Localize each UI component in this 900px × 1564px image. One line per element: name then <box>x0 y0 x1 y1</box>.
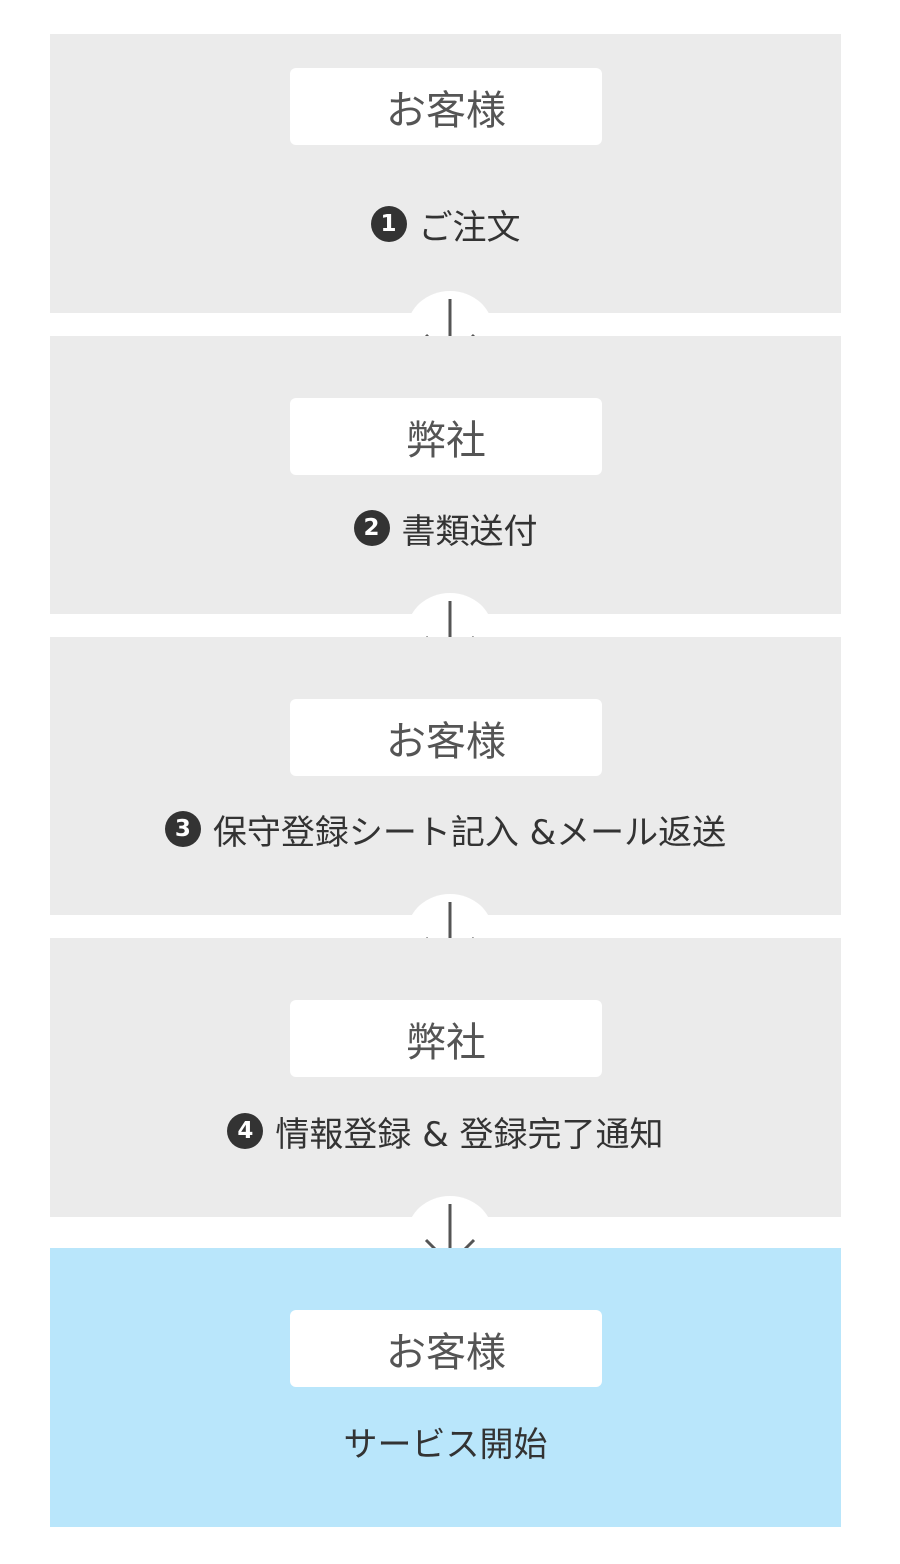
step-3-registration-sheet: お客様 3 保守登録シート記入 &メール返送 <box>50 637 841 915</box>
step-action: 3 保守登録シート記入 &メール返送 <box>50 805 841 853</box>
step-number-badge: 1 <box>370 206 407 242</box>
step-number-badge: 3 <box>164 811 201 847</box>
step-role-label: 弊社 <box>290 398 602 475</box>
step-action: サービス開始 <box>50 1417 841 1465</box>
step-action: 1 ご注文 <box>50 200 841 248</box>
step-action-label: ご注文 <box>418 207 521 248</box>
step-action-label: サービス開始 <box>343 1424 548 1465</box>
step-2-send-documents: 弊社 2 書類送付 <box>50 336 841 614</box>
step-4-registration-complete: 弊社 4 情報登録 & 登録完了通知 <box>50 938 841 1217</box>
step-action: 2 書類送付 <box>50 504 841 552</box>
step-role-label: お客様 <box>290 1310 602 1387</box>
step-action-label: 保守登録シート記入 &メール返送 <box>212 812 727 853</box>
step-role-label: 弊社 <box>290 1000 602 1077</box>
step-5-service-start: お客様 サービス開始 <box>50 1248 841 1527</box>
step-action-label: 情報登録 & 登録完了通知 <box>275 1114 664 1155</box>
step-action-label: 書類送付 <box>401 511 538 552</box>
step-role-label: お客様 <box>290 699 602 776</box>
step-role-label: お客様 <box>290 68 602 145</box>
step-1-order: お客様 1 ご注文 <box>50 34 841 313</box>
step-action: 4 情報登録 & 登録完了通知 <box>50 1107 841 1155</box>
step-number-badge: 2 <box>353 510 390 546</box>
step-number-badge: 4 <box>227 1113 264 1149</box>
